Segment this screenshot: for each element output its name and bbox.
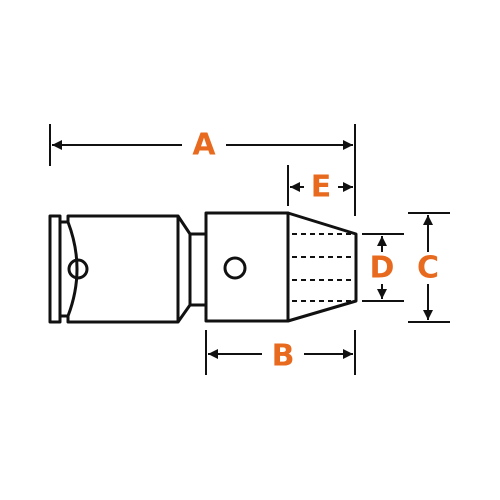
- dimension-c-label: C: [417, 251, 439, 286]
- neck-collar: [188, 232, 208, 307]
- chuck-body: [204, 211, 290, 323]
- dimension-c: [408, 212, 450, 323]
- neck: [176, 215, 192, 323]
- detent-hole: [67, 258, 89, 280]
- set-screw-hole: [223, 256, 247, 280]
- tool-body: [48, 211, 358, 324]
- dimension-d: [362, 233, 404, 302]
- dimension-e: [287, 165, 353, 206]
- dimension-a-label: A: [192, 128, 216, 163]
- hidden-bore-lines: [292, 233, 354, 302]
- dimension-e-label: E: [311, 170, 332, 205]
- dimension-d-label: D: [370, 251, 395, 286]
- tapered-nose: [287, 211, 358, 323]
- dimension-a: [49, 124, 356, 216]
- square-drive-flute: [66, 221, 79, 317]
- dimension-b: [205, 330, 356, 375]
- dimension-b-label: B: [272, 339, 295, 374]
